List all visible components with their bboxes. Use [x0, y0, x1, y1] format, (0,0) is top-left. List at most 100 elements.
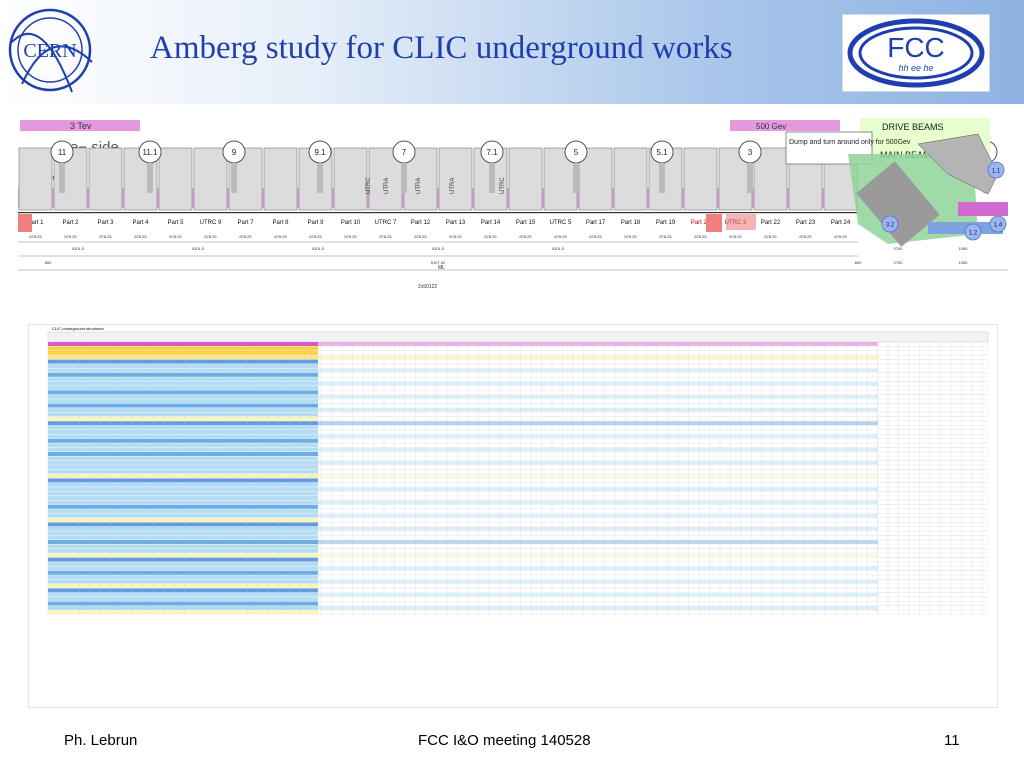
sheet-row-label [48, 460, 318, 465]
sheet-row-totals [877, 407, 989, 413]
sheet-row-label [48, 487, 318, 492]
sheet-row-label [48, 592, 318, 597]
sheet-row-label [48, 355, 318, 360]
part-distance: 878.25 [834, 234, 847, 239]
part-label: Part 23 [796, 220, 816, 226]
sheet-row-cells [317, 500, 879, 505]
bottom-dim: 4301.5 [192, 246, 205, 251]
shaft-label: 5.1 [656, 148, 668, 157]
energy-right-label: 500 Gev [756, 122, 786, 131]
sheet-row-label [48, 557, 318, 562]
sheet-row-cells [317, 368, 879, 373]
sheet-row-cells [317, 553, 879, 558]
sheet-row-label [48, 412, 318, 417]
sheet-row-totals [877, 385, 989, 391]
sheet-row-cells [317, 390, 879, 395]
sheet-row-label [48, 399, 318, 404]
sheet-row-label [48, 421, 318, 426]
part-label: Part 7 [237, 220, 254, 226]
sheet-row-cells [317, 597, 879, 602]
sheet-row-label [48, 540, 318, 544]
sheet-row-cells [317, 465, 879, 470]
sheet-row-totals [877, 597, 989, 602]
sheet-row-label [48, 465, 318, 470]
fcc-logo: FCC hh ee he [842, 14, 990, 92]
bottom-dim: 3750 [894, 246, 904, 251]
shaft-label: 3 [748, 148, 753, 157]
sheet-row-cells [317, 381, 879, 386]
long-dim: 5107.52 [431, 260, 446, 265]
spreadsheet-columns [47, 331, 989, 615]
page-number: 11 [944, 732, 960, 749]
sheet-row-totals [877, 456, 989, 461]
part-distance: 878.25 [169, 234, 182, 239]
sheet-row-totals [877, 500, 989, 505]
part-distance: 878.25 [799, 234, 812, 239]
sheet-row-totals [877, 416, 989, 421]
sheet-row-totals [877, 575, 989, 580]
sheet-row-totals [877, 390, 989, 395]
shaft-label: 7.1 [486, 148, 498, 157]
sheet-row-label [48, 575, 318, 580]
circle-labels: 3.21.21.41.1 [881, 161, 1007, 241]
sheet-row-totals [877, 482, 989, 487]
sheet-row-totals [877, 425, 989, 430]
circle-label: 1.1 [992, 169, 1001, 175]
sheet-row-label [48, 518, 318, 522]
part-distance-labels: 878.25 878.25 878.25 878.25 878.25 878.25 878.… [29, 234, 847, 239]
sheet-row-label [48, 394, 318, 399]
sheet-row-cells [317, 456, 879, 461]
sheet-row-totals [877, 526, 989, 531]
sheet-row-cells [317, 438, 879, 443]
sheet-row-totals [877, 509, 989, 514]
sheet-row-cells [317, 460, 879, 465]
bottom-dim: 2750 [894, 260, 904, 265]
cern-logo-text: CERN [23, 40, 76, 62]
sheet-row-cells [317, 575, 879, 580]
sheet-row-totals [877, 412, 989, 417]
part-distance: 878.25 [309, 234, 322, 239]
dump-note-box [785, 131, 873, 165]
circle-label: 1.4 [994, 223, 1003, 229]
sheet-row-totals [877, 434, 989, 439]
sheet-row-totals [877, 491, 989, 496]
sheet-row-cells [317, 412, 879, 417]
sheet-row-label [48, 359, 318, 364]
sheet-row-totals [877, 601, 989, 606]
sheet-row-cells [317, 610, 879, 615]
sheet-row-totals [877, 473, 989, 479]
sheet-row-totals [877, 350, 989, 355]
sheet-row-cells [317, 377, 879, 382]
magenta-right-band [958, 202, 1008, 216]
cern-logo: CERN [8, 8, 93, 93]
sheet-row-label [48, 377, 318, 382]
part-label: Part 15 [516, 220, 536, 226]
part-label: UTRC 9 [200, 220, 222, 226]
sheet-row-label [48, 579, 318, 584]
magenta-band [18, 188, 858, 208]
part-distance: 878.25 [659, 234, 672, 239]
shaft-7: 7 [392, 140, 416, 193]
vertical-label: UTRC [366, 177, 372, 194]
shaft-5-1: 5.1 [650, 140, 674, 193]
sheet-row-totals [877, 478, 989, 483]
part-distance: 878.25 [274, 234, 287, 239]
sheet-row-cells [317, 548, 879, 553]
part-distance: 878.25 [414, 234, 427, 239]
part-label: Part 14 [481, 220, 501, 226]
bottom-dim: 4301.5 [72, 246, 85, 251]
sheet-row-cells [317, 416, 879, 421]
energy-left-label: 3 Tev [70, 121, 92, 131]
sheet-row-label [48, 386, 318, 390]
sheet-row-totals [877, 566, 989, 571]
part-distance: 878.25 [694, 234, 707, 239]
tunnel-block [88, 147, 123, 211]
part-label: Part 8 [272, 220, 289, 226]
sheet-row-cells [317, 522, 879, 527]
cost-spreadsheet: CLIC underground structures [28, 324, 998, 708]
part-distance: 878.25 [64, 234, 77, 239]
sheet-row-totals [877, 421, 989, 426]
sheet-row-totals [877, 451, 989, 457]
part-label: Part 4 [132, 220, 149, 226]
